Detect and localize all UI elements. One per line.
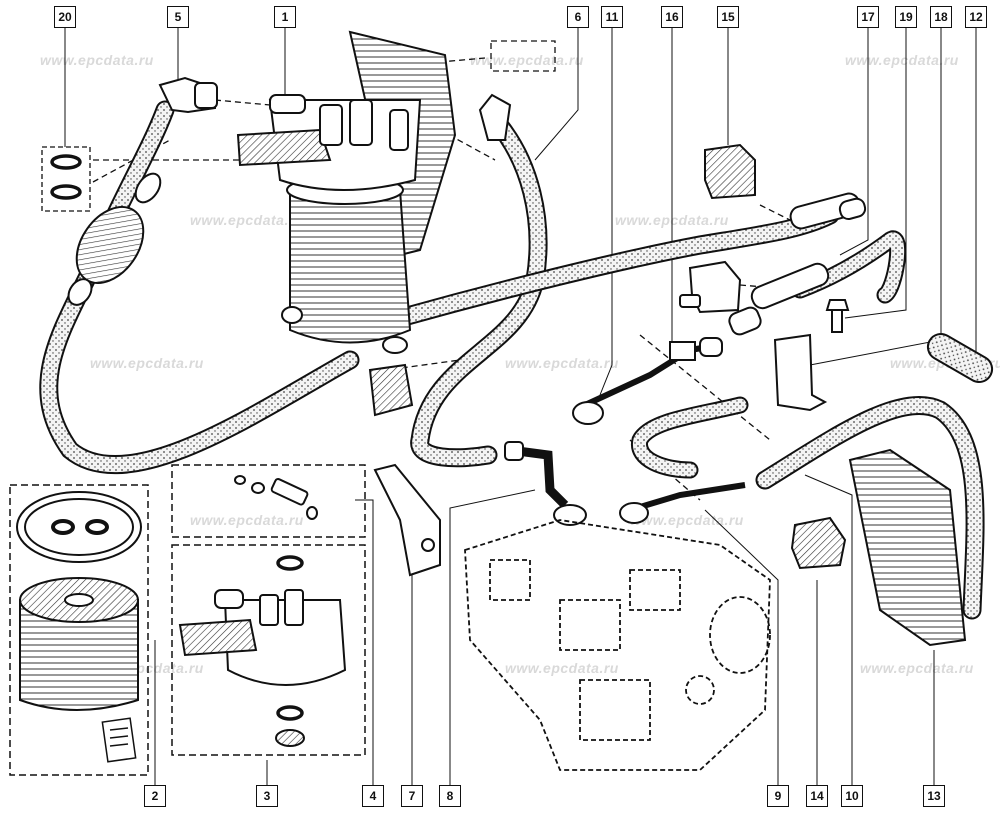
injector-pipe-11 — [572, 337, 723, 425]
bracket-7 — [373, 463, 441, 577]
pipe-9 — [619, 482, 746, 524]
filter-head-kit-box — [171, 544, 366, 756]
callout-label: 13 — [923, 785, 945, 807]
sensor-kit-box — [171, 464, 366, 538]
watermark: www.epcdata.ru — [40, 52, 154, 68]
watermark: www.epcdata.ru — [505, 660, 619, 676]
callout-label: 6 — [567, 6, 589, 28]
callout-label: 17 — [857, 6, 879, 28]
watermark: www.epcdata.ru — [860, 660, 974, 676]
primer-bulb — [67, 172, 162, 306]
callout-label: 18 — [930, 6, 952, 28]
callout-label: 12 — [965, 6, 987, 28]
watermark: www.epcdata.ru — [190, 512, 304, 528]
filter-seal-ring — [16, 491, 142, 563]
elbow-connector-6 — [478, 93, 512, 141]
filter-kit-box — [9, 484, 149, 776]
callout-label: 15 — [717, 6, 739, 28]
short-hose-12 — [926, 333, 994, 383]
reference-box — [490, 40, 556, 72]
callout-label: 10 — [841, 785, 863, 807]
sensor-kit — [234, 475, 318, 520]
clip-15 — [704, 143, 756, 200]
callout-label: 11 — [601, 6, 623, 28]
connector-17 — [789, 192, 867, 230]
callout-label: 14 — [806, 785, 828, 807]
clip-16 — [679, 260, 742, 314]
filter-element — [19, 577, 139, 711]
watermark: www.epcdata.ru — [505, 355, 619, 371]
watermark: www.epcdata.ru — [470, 52, 584, 68]
watermark: www.epcdata.ru — [630, 512, 744, 528]
heat-shield-13 — [848, 448, 967, 647]
callout-label: 19 — [895, 6, 917, 28]
callout-label: 5 — [167, 6, 189, 28]
callout-label: 4 — [362, 785, 384, 807]
o-ring-pair — [50, 154, 82, 200]
bracket-18 — [773, 333, 828, 412]
connector-19 — [728, 262, 830, 336]
instruction-leaflet — [101, 717, 137, 763]
fuel-filter-assembly — [236, 30, 457, 354]
callout-label: 9 — [767, 785, 789, 807]
callout-label: 8 — [439, 785, 461, 807]
watermark: www.epcdata.ru — [90, 355, 204, 371]
watermark: www.epcdata.ru — [190, 212, 304, 228]
callout-label: 7 — [401, 785, 423, 807]
callout-label: 2 — [144, 785, 166, 807]
watermark: www.epcdata.ru — [845, 52, 959, 68]
callout-label: 20 — [54, 6, 76, 28]
leader-lines — [64, 27, 977, 785]
filter-head — [178, 555, 347, 747]
callout-label: 1 — [274, 6, 296, 28]
bolt — [825, 299, 850, 333]
elbow-connector-5 — [158, 76, 218, 114]
callout-label: 16 — [661, 6, 683, 28]
connector-7-clip — [368, 363, 414, 417]
callout-label: 3 — [256, 785, 278, 807]
pipe-8 — [504, 441, 587, 526]
fuel-hoses — [39, 100, 985, 620]
o-ring-kit-box — [41, 146, 91, 212]
injection-pump — [464, 519, 771, 771]
connector-14 — [790, 516, 847, 570]
